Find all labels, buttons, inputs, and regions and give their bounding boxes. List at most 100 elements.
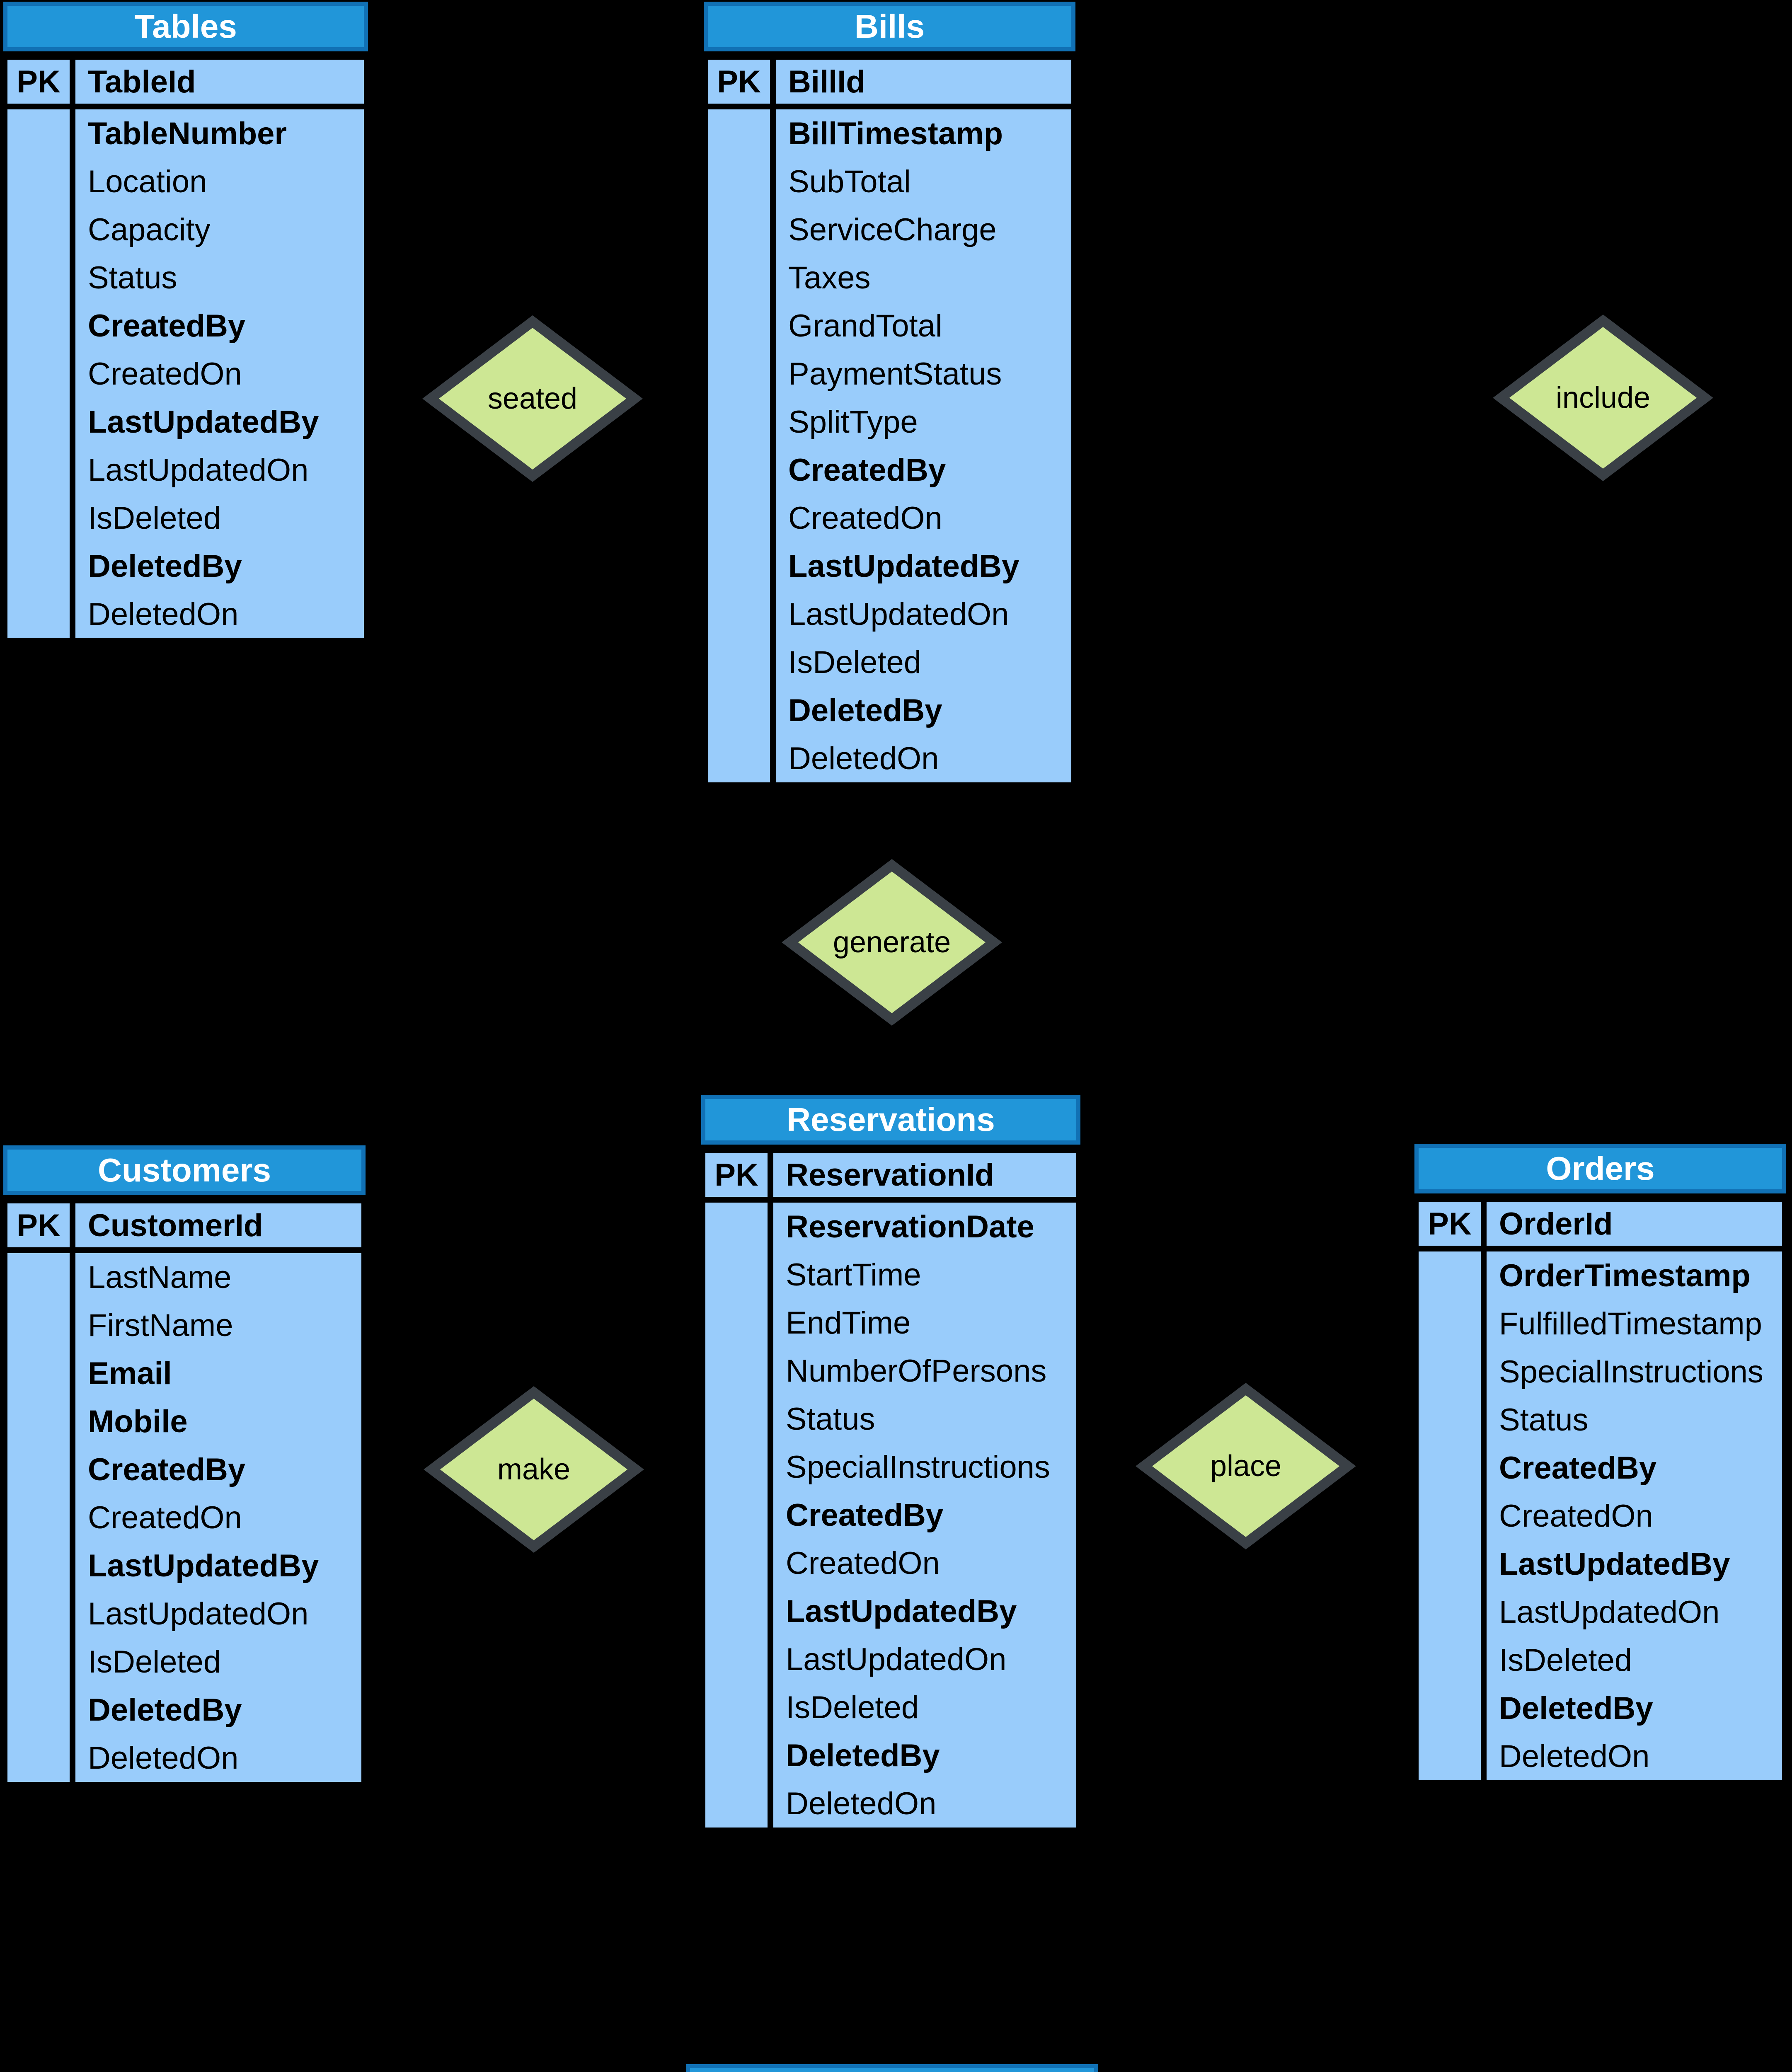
pk-column-spacer-cell <box>7 157 70 206</box>
attribute-cell: LastUpdatedOn <box>70 446 364 494</box>
pk-column-spacer-cell <box>7 1590 70 1638</box>
attribute-cell: LastUpdatedBy <box>770 542 1071 590</box>
attribute-cell: DeletedOn <box>770 734 1071 782</box>
attribute-cell: CreatedBy <box>770 446 1071 494</box>
attribute-cell: CreatedOn <box>768 1539 1076 1587</box>
attribute-cell: IsDeleted <box>1481 1636 1782 1684</box>
entity-title-bar: Menu <box>686 2064 1098 2072</box>
pk-column-spacer-cell <box>705 1539 768 1587</box>
attribute-cell: ReservationDate <box>768 1203 1076 1251</box>
attribute-cell: EndTime <box>768 1299 1076 1347</box>
attribute-cell: DeletedBy <box>770 686 1071 734</box>
pk-key-cell: PK <box>7 60 70 109</box>
attribute-cell: SpecialInstructions <box>768 1443 1076 1491</box>
diamond-outline <box>782 859 1002 1026</box>
attribute-cell: DeletedOn <box>768 1779 1076 1828</box>
attribute-cell: IsDeleted <box>70 494 364 542</box>
pk-column-spacer-cell <box>7 350 70 398</box>
diamond-outline <box>422 315 643 482</box>
relationship-diamond-place: place <box>1136 1382 1356 1550</box>
pk-column-spacer-cell <box>705 1779 768 1828</box>
attribute-cell: IsDeleted <box>770 638 1071 686</box>
pk-column-spacer-cell <box>705 1683 768 1731</box>
entity-title: Tables <box>134 8 237 45</box>
attribute-cell: CreatedBy <box>768 1491 1076 1539</box>
attribute-cell: CreatedOn <box>70 1493 361 1542</box>
attribute-cell: TableNumber <box>70 109 364 157</box>
attribute-cell: Capacity <box>70 206 364 254</box>
pk-column-spacer-cell <box>7 1542 70 1590</box>
attribute-cell: CreatedBy <box>70 302 364 350</box>
attribute-cell: ServiceCharge <box>770 206 1071 254</box>
pk-column-spacer-cell <box>7 1493 70 1542</box>
attribute-cell: CreatedOn <box>1481 1492 1782 1540</box>
pk-column-spacer-cell <box>1419 1396 1481 1444</box>
attribute-cell: SpecialInstructions <box>1481 1348 1782 1396</box>
pk-column-spacer-cell <box>1419 1492 1481 1540</box>
attribute-cell: LastUpdatedBy <box>768 1587 1076 1635</box>
attribute-cell: DeletedOn <box>1481 1732 1782 1780</box>
diamond-outline <box>1493 314 1713 482</box>
pk-column-spacer-cell <box>7 1686 70 1734</box>
pk-column-spacer-cell <box>708 542 770 590</box>
attribute-cell: BillTimestamp <box>770 109 1071 157</box>
pk-column-spacer-cell <box>1419 1300 1481 1348</box>
entity-menu: MenuPKMenuIdMenuItemNameMenuItemDescript… <box>686 2064 1098 2072</box>
entity-title-bar: Tables <box>3 2 368 51</box>
entity-title-bar: Reservations <box>701 1095 1080 1145</box>
pk-column-spacer-cell <box>708 157 770 206</box>
pk-column-spacer-cell <box>708 350 770 398</box>
pk-column-spacer-cell <box>705 1251 768 1299</box>
pk-column-spacer-cell <box>7 446 70 494</box>
attribute-cell: LastUpdatedBy <box>70 398 364 446</box>
pk-column-spacer-cell <box>7 1301 70 1349</box>
diamond-shape-icon: include <box>1493 314 1713 482</box>
pk-column-spacer-cell <box>708 494 770 542</box>
pk-column-spacer-cell <box>1419 1636 1481 1684</box>
diamond-shape-icon: generate <box>782 859 1002 1026</box>
diamond-outline <box>1136 1382 1356 1550</box>
attribute-cell: Status <box>70 254 364 302</box>
attribute-cell: LastUpdatedOn <box>768 1635 1076 1683</box>
attribute-cell: OrderTimestamp <box>1481 1251 1782 1300</box>
pk-column-spacer-cell <box>1419 1540 1481 1588</box>
entity-title-bar: Bills <box>704 2 1075 51</box>
relationship-diamond-make: make <box>424 1386 644 1553</box>
pk-column-spacer-cell <box>705 1203 768 1251</box>
pk-column-spacer-cell <box>708 686 770 734</box>
relationship-diamond-generate: generate <box>782 859 1002 1026</box>
relationship-label: seated <box>488 382 577 415</box>
pk-column-spacer-cell <box>708 590 770 638</box>
pk-column-spacer-cell <box>708 206 770 254</box>
diamond-outline <box>424 1386 644 1553</box>
attribute-cell: Status <box>1481 1396 1782 1444</box>
attribute-cell: DeletedBy <box>70 542 364 590</box>
pk-column-spacer-cell <box>705 1395 768 1443</box>
relationship-label: make <box>497 1453 570 1486</box>
attribute-cell: SubTotal <box>770 157 1071 206</box>
pk-column-spacer-cell <box>7 494 70 542</box>
pk-column-spacer-cell <box>708 446 770 494</box>
pk-column-spacer-cell <box>708 302 770 350</box>
diamond-shape-icon: make <box>424 1386 644 1553</box>
attribute-cell: CreatedOn <box>70 350 364 398</box>
attribute-cell: SplitType <box>770 398 1071 446</box>
pk-column-spacer-cell <box>708 398 770 446</box>
pk-column-spacer-cell <box>7 1734 70 1782</box>
pk-column-spacer-cell <box>705 1443 768 1491</box>
diamond-shape-icon: place <box>1136 1382 1356 1550</box>
pk-column-spacer-cell <box>7 398 70 446</box>
pk-column-spacer-cell <box>705 1347 768 1395</box>
pk-column-spacer-cell <box>7 542 70 590</box>
pk-attribute-cell: CustomerId <box>70 1203 361 1253</box>
attribute-cell: Email <box>70 1349 361 1397</box>
attribute-cell: CreatedBy <box>70 1445 361 1493</box>
attribute-cell: FulfilledTimestamp <box>1481 1300 1782 1348</box>
